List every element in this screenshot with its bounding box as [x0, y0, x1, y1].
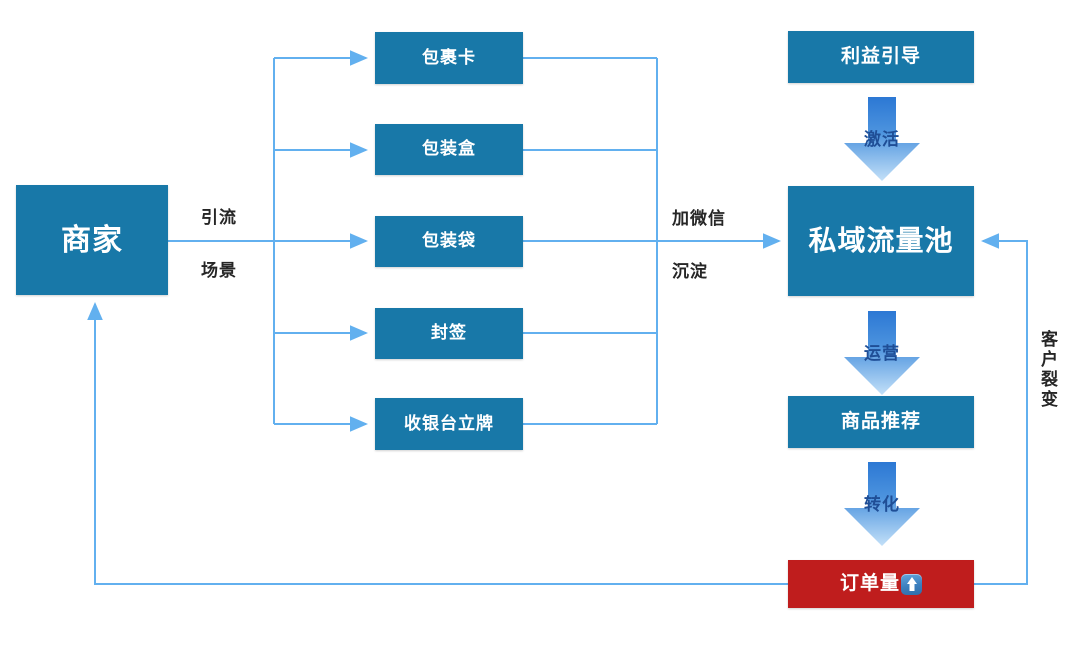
- node-merchant-label: 商家: [61, 223, 123, 257]
- node-private-traffic-pool-label: 私域流量池: [808, 224, 954, 256]
- block-arrow-activate: 激活: [844, 97, 920, 181]
- block-arrow-operate: 运营: [844, 311, 920, 395]
- node-channel-label: 封签: [431, 323, 467, 343]
- node-channel-checkout-standee[interactable]: 收银台立牌: [375, 398, 523, 450]
- block-arrow-shape: [844, 97, 920, 181]
- node-channel-label: 包装袋: [422, 231, 476, 251]
- node-private-traffic-pool[interactable]: 私域流量池: [788, 186, 974, 296]
- edge-orders-to-pool-fission: [974, 233, 1028, 585]
- node-order-volume[interactable]: 订单量: [788, 560, 974, 608]
- node-order-volume-label: 订单量: [839, 572, 900, 594]
- node-benefit-guidance[interactable]: 利益引导: [788, 31, 974, 83]
- node-product-recommendation-label: 商品推荐: [840, 410, 921, 432]
- edge-label-precipitate: 沉淀: [672, 262, 708, 281]
- node-channel-label: 收银台立牌: [404, 413, 494, 433]
- block-arrow-shape: [844, 311, 920, 395]
- edge-label-scene: 场景: [201, 261, 237, 280]
- block-arrow-shape: [844, 462, 920, 546]
- node-channel-package-box[interactable]: 包装盒: [375, 124, 523, 175]
- node-channel-seal[interactable]: 封签: [375, 308, 523, 359]
- node-channel-package-bag[interactable]: 包装袋: [375, 216, 523, 267]
- up-arrow-icon: [901, 573, 922, 595]
- node-channel-label: 包裹卡: [422, 47, 476, 67]
- node-benefit-guidance-label: 利益引导: [840, 45, 921, 67]
- block-arrow-convert: 转化: [844, 462, 920, 546]
- edge-label-drainage: 引流: [201, 208, 237, 227]
- node-product-recommendation[interactable]: 商品推荐: [788, 396, 974, 448]
- node-channel-label: 包装盒: [422, 139, 476, 159]
- node-channel-package-card[interactable]: 包裹卡: [375, 32, 523, 84]
- edge-label-customer-fission: 客户裂变: [1038, 330, 1057, 410]
- edge-label-add-wechat: 加微信: [672, 209, 726, 228]
- node-merchant[interactable]: 商家: [16, 185, 168, 295]
